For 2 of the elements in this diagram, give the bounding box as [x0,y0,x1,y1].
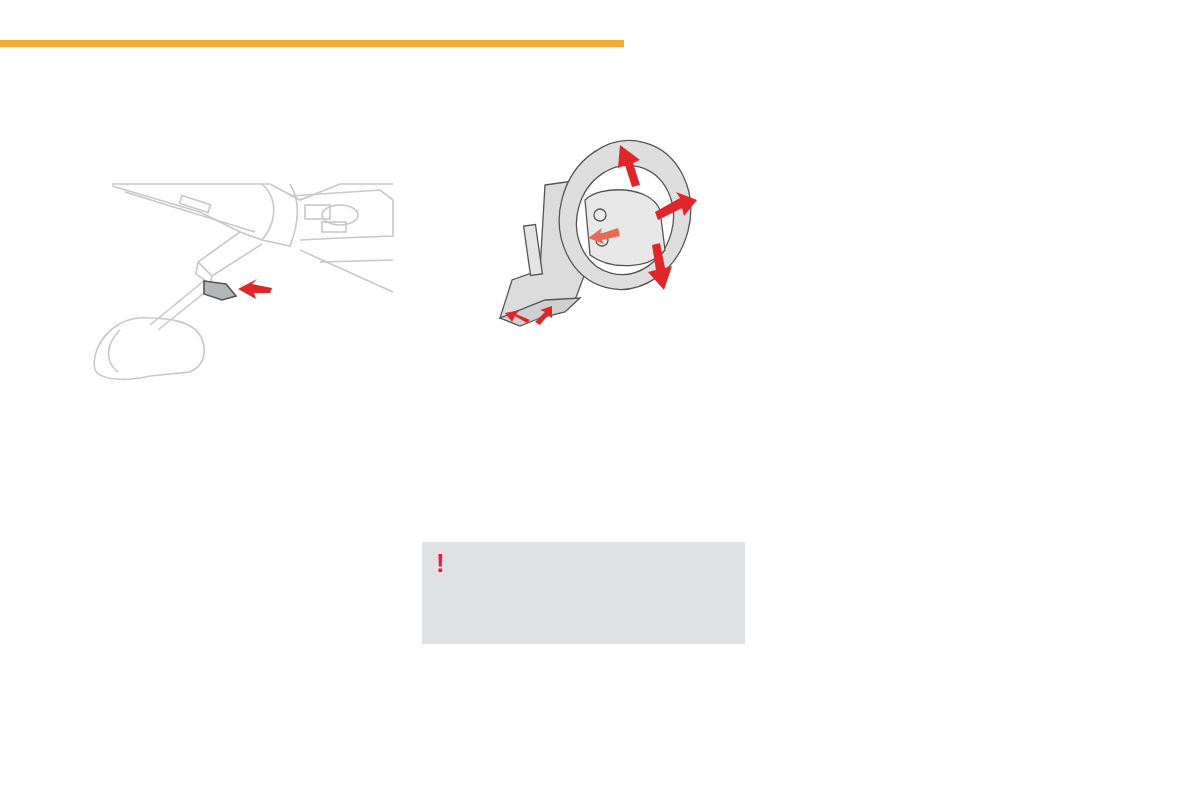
warning-note-panel [422,542,745,644]
warning-mark: ! [436,550,445,576]
